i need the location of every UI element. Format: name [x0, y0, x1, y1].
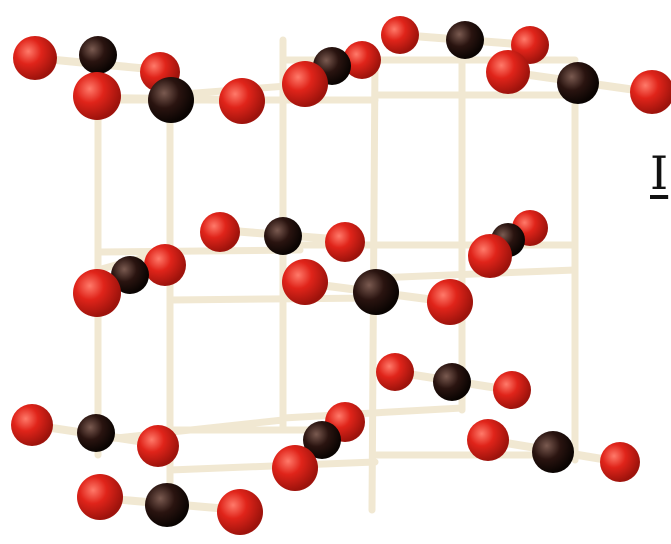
- oxygen-atom: [343, 41, 381, 79]
- molecule: [381, 16, 549, 64]
- oxygen-atom: [376, 353, 414, 391]
- carbon-atom: [148, 77, 194, 123]
- molecule: [13, 36, 180, 92]
- carbon-atom: [264, 217, 302, 255]
- oxygen-atom: [144, 244, 186, 286]
- oxygen-atom: [73, 269, 121, 317]
- oxygen-atom: [13, 36, 57, 80]
- oxygen-atom: [493, 371, 531, 409]
- oxygen-atom: [600, 442, 640, 482]
- oxygen-atom: [282, 61, 328, 107]
- carbon-atom: [145, 483, 189, 527]
- oxygen-atom: [468, 234, 512, 278]
- molecule: [272, 402, 365, 491]
- oxygen-atom: [282, 259, 328, 305]
- molecule: [11, 404, 179, 467]
- molecule: [73, 244, 186, 317]
- molecule: [486, 50, 671, 114]
- molecule: [376, 353, 531, 409]
- molecule: [467, 419, 640, 482]
- caption-text: I: [650, 146, 669, 200]
- carbon-atom: [557, 62, 599, 104]
- oxygen-atom: [217, 489, 263, 535]
- frame-rod: [279, 404, 466, 422]
- molecule: [282, 259, 473, 325]
- molecule: [200, 212, 365, 262]
- oxygen-atom: [73, 72, 121, 120]
- molecule: [468, 210, 548, 278]
- oxygen-atom: [137, 425, 179, 467]
- oxygen-atom: [630, 70, 671, 114]
- frame-rod: [166, 294, 379, 304]
- oxygen-atom: [325, 222, 365, 262]
- oxygen-atom: [427, 279, 473, 325]
- oxygen-atom: [467, 419, 509, 461]
- oxygen-atom: [200, 212, 240, 252]
- oxygen-atom: [77, 474, 123, 520]
- molecules: [11, 16, 671, 535]
- frame-rod: [371, 266, 579, 282]
- molecule: [282, 41, 381, 107]
- molecule: [73, 72, 265, 124]
- oxygen-atom: [219, 78, 265, 124]
- oxygen-atom: [11, 404, 53, 446]
- oxygen-atom: [381, 16, 419, 54]
- frame-rod: [96, 246, 304, 256]
- carbon-atom: [303, 421, 341, 459]
- oxygen-atom: [486, 50, 530, 94]
- molecule: [77, 474, 263, 535]
- carbon-atom: [353, 269, 399, 315]
- carbon-atom: [446, 21, 484, 59]
- carbon-atom: [111, 256, 149, 294]
- carbon-atom: [532, 431, 574, 473]
- carbon-atom: [77, 414, 115, 452]
- carbon-atom: [79, 36, 117, 74]
- oxygen-atom: [272, 445, 318, 491]
- carbon-atom: [433, 363, 471, 401]
